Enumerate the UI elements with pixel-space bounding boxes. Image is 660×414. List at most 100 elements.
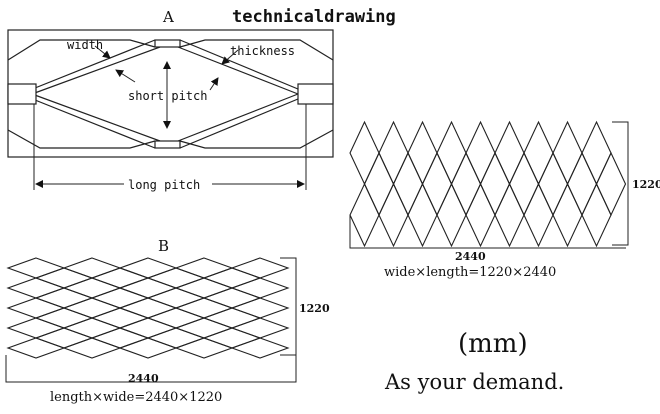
strand-upper-left <box>19 39 161 95</box>
mesh-cell <box>6 297 66 319</box>
mesh-cell <box>146 307 206 329</box>
mesh-cell <box>6 277 66 299</box>
mesh-cell <box>230 277 290 299</box>
width-leader <box>94 45 111 59</box>
mesh-cell <box>230 337 290 359</box>
mesh-cell <box>581 182 612 248</box>
short-pitch-leader-left <box>115 69 136 83</box>
mesh-cell <box>62 337 122 359</box>
mesh-cell <box>146 267 206 289</box>
short-pitch-leader-right <box>209 77 219 91</box>
bond-right <box>297 83 334 105</box>
bond-left <box>7 83 37 105</box>
mesh-cell <box>6 337 66 359</box>
mesh-cell <box>202 287 262 309</box>
mesh-cell <box>230 297 290 319</box>
mesh-cell <box>537 151 569 217</box>
mesh-cell <box>62 317 122 339</box>
mesh-cell <box>595 151 627 217</box>
mesh-cell <box>90 287 150 309</box>
mesh-cell <box>566 151 598 217</box>
dim-width-right: 2440 <box>455 250 486 263</box>
mesh-cell <box>465 182 496 248</box>
dim-width-b: 2440 <box>128 372 159 385</box>
mesh-cell <box>378 120 409 186</box>
strand-bottom-outer <box>7 129 334 149</box>
long-pitch-callout: long pitch <box>128 178 200 192</box>
mesh-cell <box>450 151 482 217</box>
mesh-cell <box>174 297 234 319</box>
mesh-cell <box>174 277 234 299</box>
mesh-cell <box>62 277 122 299</box>
mesh-cell <box>146 327 206 349</box>
short-pitch-callout: short pitch <box>128 89 207 103</box>
mesh-cell <box>202 307 262 329</box>
panel-a-detail <box>7 29 334 190</box>
mesh-horizontal <box>6 257 290 359</box>
mesh-cell <box>508 151 540 217</box>
panel-b-label: B <box>158 237 169 255</box>
mesh-cell <box>581 120 612 186</box>
strand-upper-right <box>177 39 311 95</box>
mesh-cell <box>392 151 424 217</box>
mesh-cell <box>90 267 150 289</box>
dim-height-right: 1220 <box>632 178 660 191</box>
mesh-vertical <box>349 120 627 248</box>
formula-right: wide×length=1220×2440 <box>384 265 556 280</box>
mesh-cell <box>118 297 178 319</box>
mesh-cell <box>465 120 496 186</box>
mesh-cell <box>34 327 94 349</box>
mesh-cell <box>62 297 122 319</box>
mesh-cell <box>146 287 206 309</box>
dim-height-b: 1220 <box>299 302 330 315</box>
page-title: technicaldrawing <box>232 7 396 27</box>
dim-width-b-line <box>5 355 297 383</box>
mesh-cell <box>378 182 409 248</box>
mesh-cell <box>363 151 395 217</box>
mesh-cell <box>202 327 262 349</box>
mesh-cell <box>118 257 178 279</box>
mesh-cell <box>494 182 525 248</box>
formula-b: length×wide=2440×1220 <box>50 390 222 405</box>
mesh-cell <box>118 277 178 299</box>
mesh-cell <box>523 182 554 248</box>
mesh-cell <box>407 182 438 248</box>
mesh-cell <box>407 120 438 186</box>
mesh-cell <box>34 287 94 309</box>
thickness-leader <box>221 49 239 65</box>
mesh-cell <box>230 257 290 279</box>
mesh-cell <box>552 182 583 248</box>
mesh-vertical-dims <box>349 121 629 249</box>
strand-lower-left <box>19 93 161 149</box>
unit-note: (mm) <box>458 329 528 359</box>
mesh-cell <box>230 317 290 339</box>
panel-a-label: A <box>162 8 174 26</box>
mesh-cell <box>34 267 94 289</box>
dim-height-b-bracket <box>280 257 297 356</box>
mesh-cell <box>118 317 178 339</box>
mesh-cell <box>90 307 150 329</box>
mesh-cell <box>202 267 262 289</box>
bond-top <box>154 39 181 48</box>
mesh-cell <box>174 317 234 339</box>
mesh-horizontal-dims <box>5 257 297 383</box>
mesh-cell <box>436 182 467 248</box>
mesh-cell <box>349 120 380 186</box>
mesh-cell <box>6 257 66 279</box>
demand-note: As your demand. <box>384 370 564 394</box>
dim-width-right-line <box>349 215 626 249</box>
mesh-cell <box>62 257 122 279</box>
strand-lower-right <box>177 93 311 149</box>
mesh-cell <box>34 307 94 329</box>
width-callout: width <box>67 38 103 52</box>
dim-height-right-bracket <box>612 121 629 246</box>
mesh-cell <box>174 257 234 279</box>
mesh-cell <box>436 120 467 186</box>
bond-bottom <box>154 140 181 149</box>
mesh-cell <box>6 317 66 339</box>
strand-top-outer <box>7 39 334 61</box>
mesh-cell <box>523 120 554 186</box>
mesh-cell <box>494 120 525 186</box>
